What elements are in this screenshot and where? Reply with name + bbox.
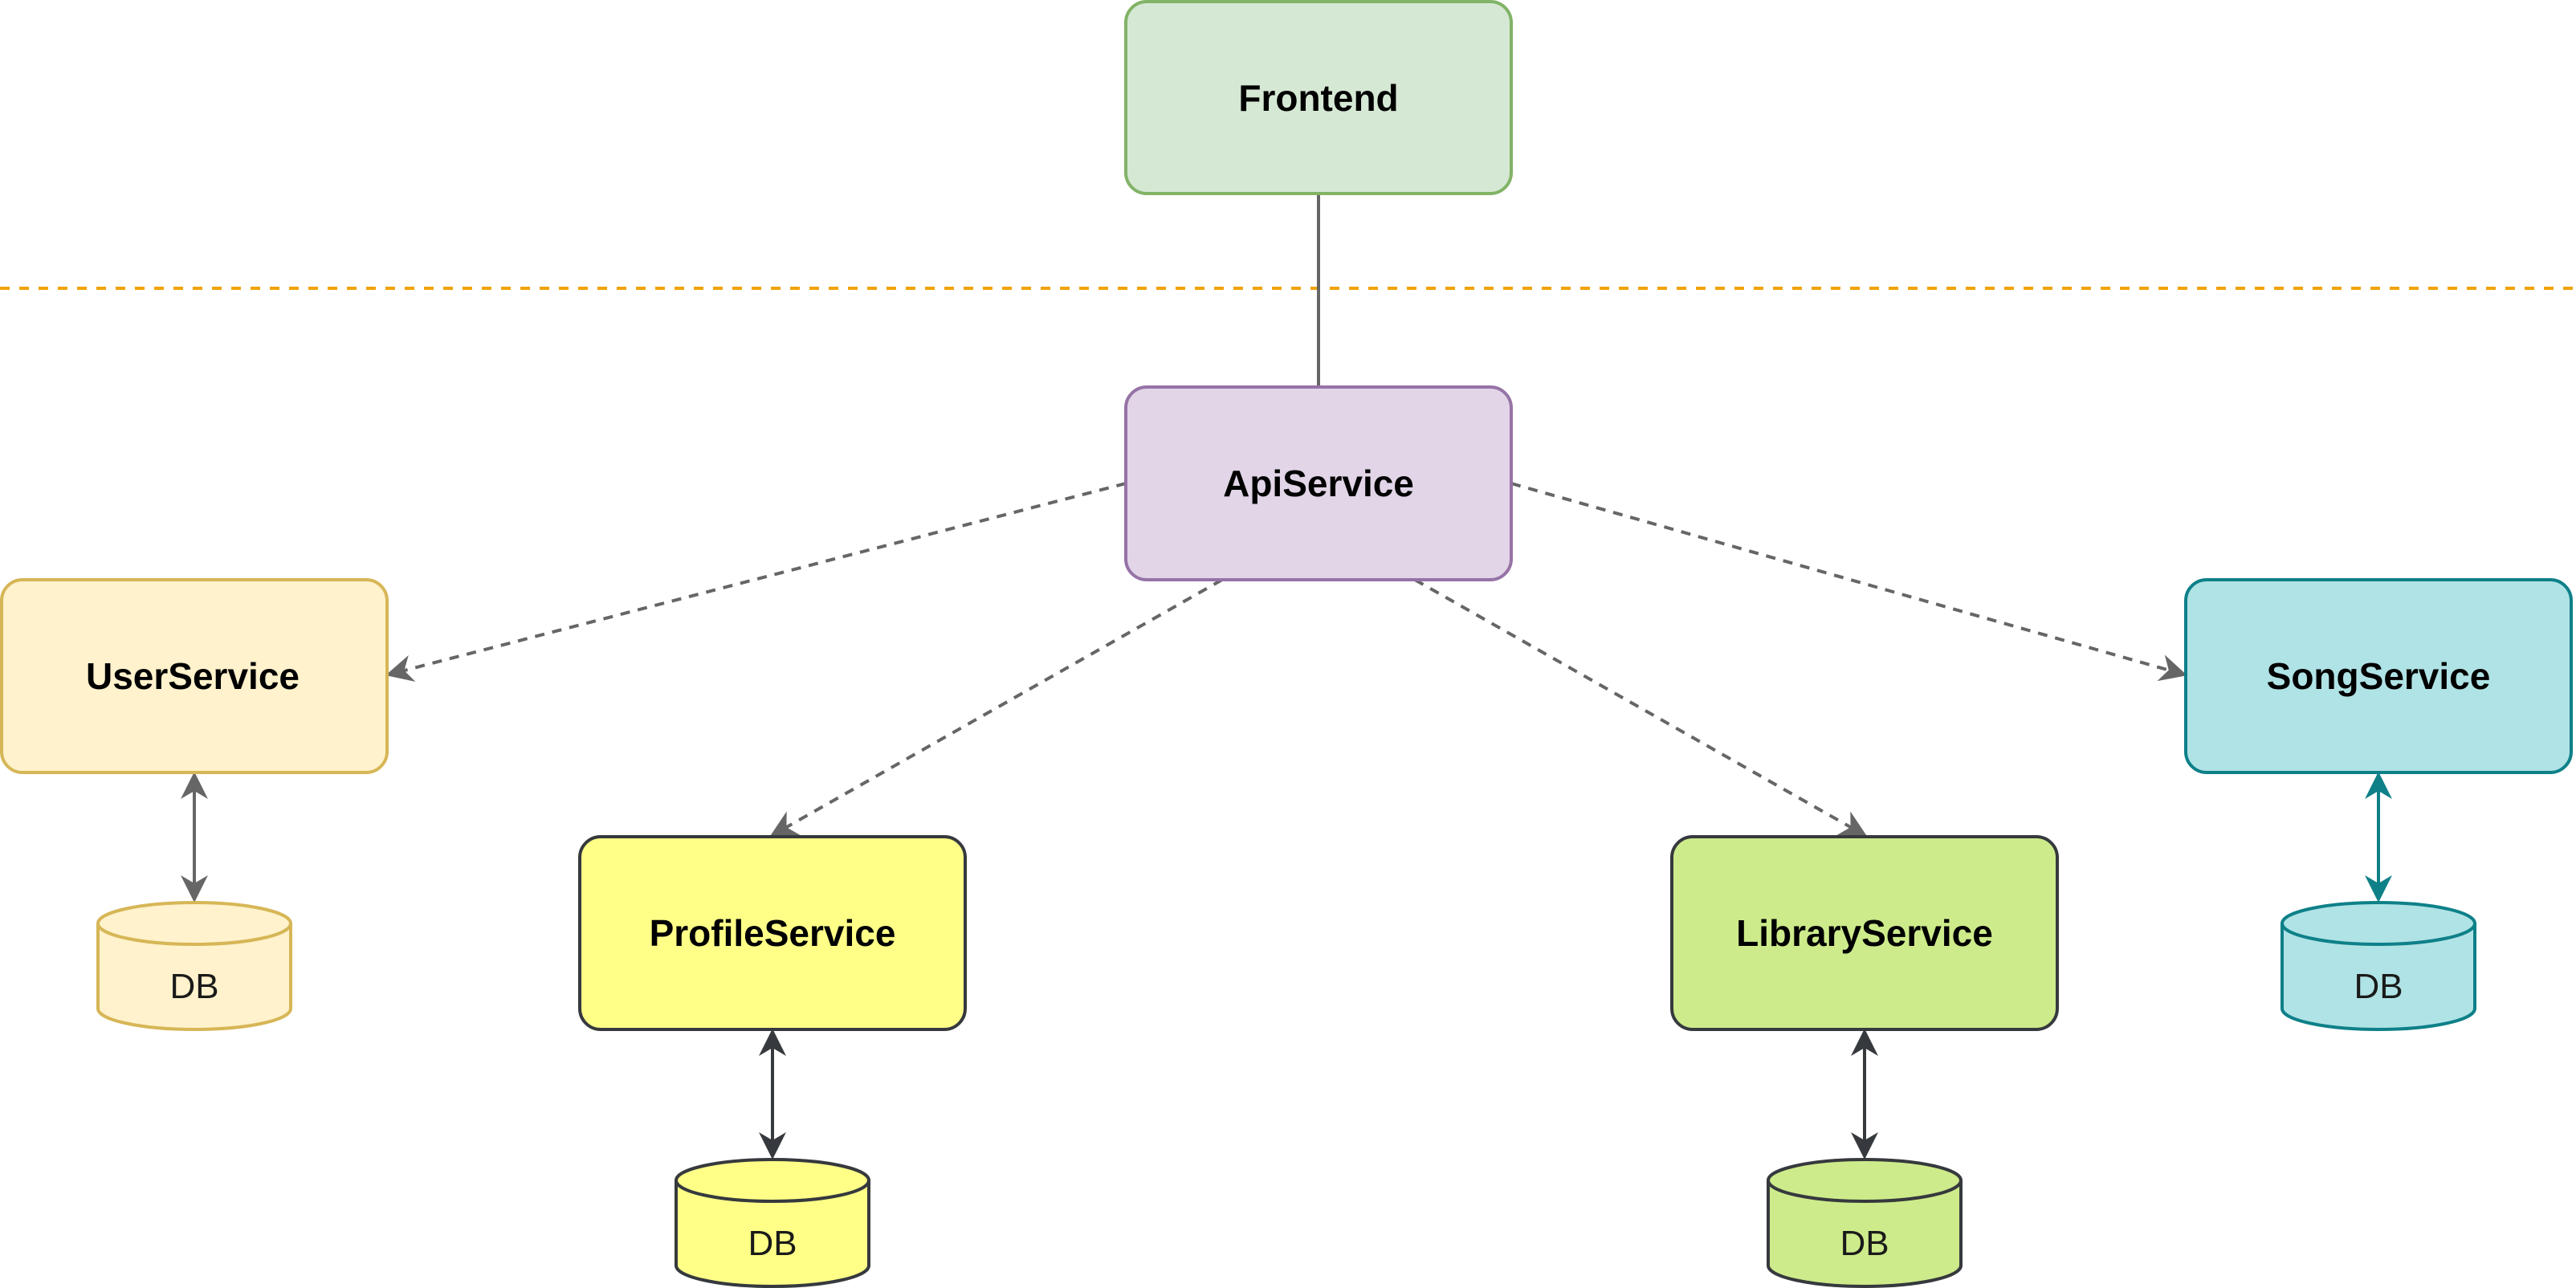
node-api-service-box xyxy=(1124,385,1513,581)
db-song-label: DB xyxy=(2354,967,2403,1006)
node-frontend-box xyxy=(1124,0,1513,195)
db-library-top xyxy=(1767,1158,1963,1203)
node-user-service[interactable]: UserService xyxy=(0,578,389,774)
edge-api-user xyxy=(385,482,1127,682)
db-profile-label: DB xyxy=(748,1224,797,1263)
db-song-body xyxy=(2280,923,2476,1031)
node-user-service-box xyxy=(0,578,389,774)
node-profile-service[interactable]: ProfileService xyxy=(578,835,967,1031)
db-song[interactable]: DB xyxy=(2280,901,2476,1031)
edges xyxy=(181,194,2392,1160)
db-user-label: DB xyxy=(169,967,218,1006)
edge-api-profile xyxy=(769,578,1223,837)
db-library-label: DB xyxy=(1840,1224,1889,1263)
db-song-top xyxy=(2280,901,2476,946)
db-user-body xyxy=(96,923,292,1031)
db-library[interactable]: DB xyxy=(1767,1158,1963,1288)
node-profile-service-box xyxy=(578,835,967,1031)
db-profile[interactable]: DB xyxy=(675,1158,870,1288)
db-library-body xyxy=(1767,1180,1963,1288)
node-api-service-label: ApiService xyxy=(1223,463,1414,504)
node-frontend[interactable]: Frontend xyxy=(1124,0,1513,195)
db-user[interactable]: DB xyxy=(96,901,292,1031)
node-frontend-label: Frontend xyxy=(1238,77,1398,119)
node-user-service-label: UserService xyxy=(86,655,300,697)
node-library-service-box xyxy=(1670,835,2059,1031)
node-song-service-label: SongService xyxy=(2267,655,2491,697)
db-profile-top xyxy=(675,1158,870,1203)
node-song-service-box xyxy=(2184,578,2573,774)
db-user-top xyxy=(96,901,292,946)
edge-api-song xyxy=(1510,482,2187,682)
node-profile-service-label: ProfileService xyxy=(650,912,896,954)
node-api-service[interactable]: ApiService xyxy=(1124,385,1513,581)
node-library-service-label: LibraryService xyxy=(1736,912,1993,954)
db-profile-body xyxy=(675,1180,870,1288)
node-library-service[interactable]: LibraryService xyxy=(1670,835,2059,1031)
edge-api-library xyxy=(1414,578,1868,837)
node-song-service[interactable]: SongService xyxy=(2184,578,2573,774)
